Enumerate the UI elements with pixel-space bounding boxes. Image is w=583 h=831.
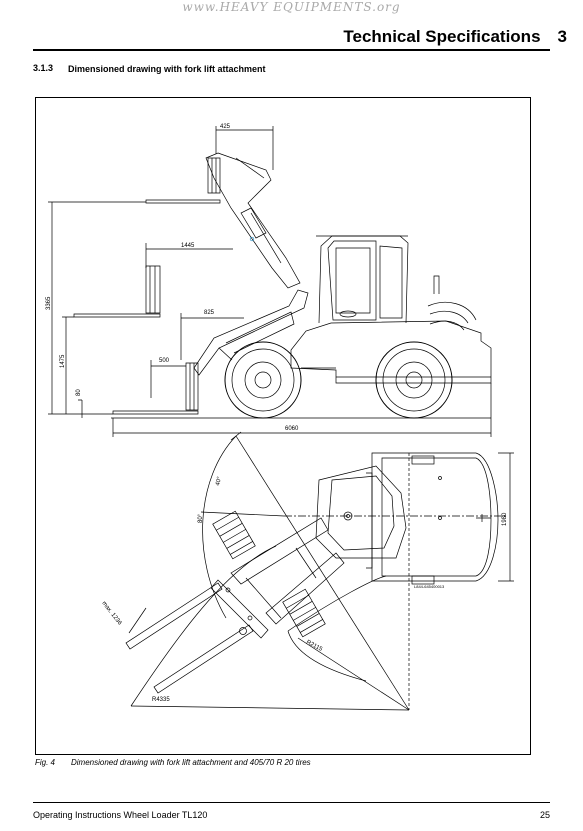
side-view-dimension-lines: [48, 126, 492, 437]
loader-top-view: [125, 452, 499, 694]
section-number: 3.1.3: [33, 63, 54, 73]
header-title: Technical Specifications: [343, 27, 541, 46]
dim-1445: 1445: [181, 243, 195, 249]
top-view-dimension-lines: [128, 431, 514, 711]
dim-3365: 3365: [46, 296, 52, 310]
dim-500: 500: [159, 358, 170, 364]
caption-label: Fig. 4: [35, 758, 56, 767]
loader-side-view: [73, 152, 492, 419]
angle-80: 80°: [198, 513, 204, 523]
dim-max-1236: max. 1236: [100, 601, 122, 627]
dim-1475: 1475: [60, 354, 66, 368]
section-title: Dimensioned drawing with fork lift attac…: [68, 64, 266, 74]
dim-825: 825: [204, 310, 215, 316]
figure-caption: Fig. 4 Dimensioned drawing with fork lift…: [35, 758, 311, 767]
radius-2115: R2115: [305, 639, 324, 653]
page-header: Technical Specifications 3: [343, 27, 567, 47]
footer-rule: [33, 802, 550, 803]
angle-40: 40°: [215, 476, 223, 487]
footer-title: Operating Instructions Wheel Loader TL12…: [33, 810, 208, 820]
header-rule: [33, 49, 550, 51]
dim-1980: 1980: [502, 512, 508, 526]
drawing-code: L844-645400013: [414, 584, 445, 589]
figure-frame: 425 1445 825 500 3365 1475 80 6060 40° 8…: [35, 97, 531, 755]
dim-6060: 6060: [285, 426, 299, 432]
radius-4335: R4335: [152, 697, 170, 703]
dim-425: 425: [220, 124, 231, 130]
caption-text: Dimensioned drawing with fork lift attac…: [71, 758, 311, 767]
chapter-number: 3: [557, 27, 567, 46]
dim-80: 80: [76, 389, 82, 396]
page-number: 25: [539, 810, 550, 820]
dimensioned-drawing: 425 1445 825 500 3365 1475 80 6060 40° 8…: [46, 124, 514, 711]
watermark: www.HEAVY EQUIPMENTS.org: [182, 0, 401, 14]
